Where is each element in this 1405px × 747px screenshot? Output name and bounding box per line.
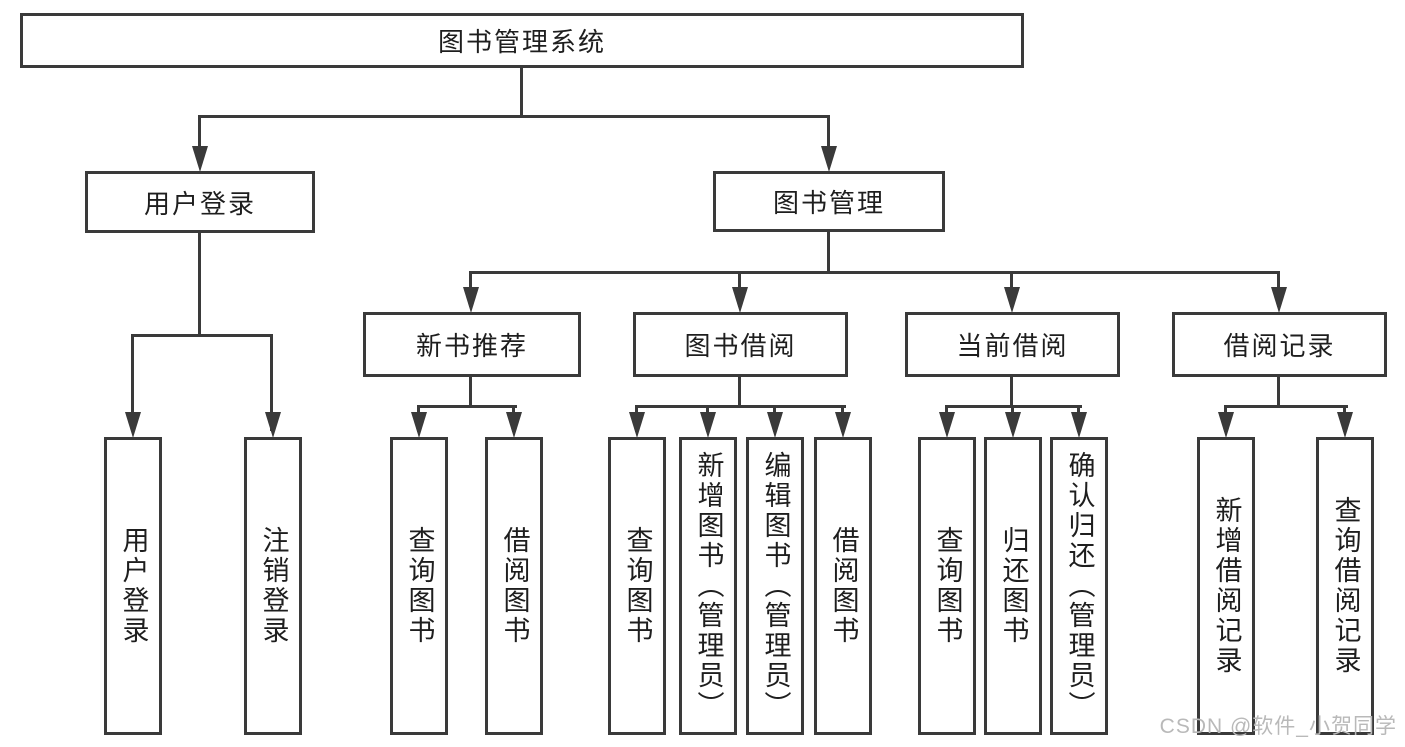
connector-line bbox=[417, 405, 517, 408]
arrow-down-icon bbox=[1005, 412, 1021, 438]
leaf-borrow-books-recommend: 借阅图书 bbox=[485, 437, 543, 735]
arrow-down-icon bbox=[767, 412, 783, 438]
node-label: 图书管理 bbox=[772, 188, 885, 218]
connector-line bbox=[635, 405, 846, 408]
arrow-down-icon bbox=[1071, 412, 1087, 438]
arrow-down-icon bbox=[1004, 287, 1020, 313]
leaf-edit-books-admin: 编辑图书（管理员） bbox=[746, 437, 804, 735]
arrow-down-icon bbox=[732, 287, 748, 313]
arrow-down-icon bbox=[411, 412, 427, 438]
leaf-logout: 注销登录 bbox=[244, 437, 302, 735]
leaf-add-books-admin: 新增图书（管理员） bbox=[679, 437, 737, 735]
leaf-label: 查询图书 bbox=[932, 526, 963, 646]
node-book-borrowing: 图书借阅 bbox=[633, 312, 848, 377]
leaf-label: 借阅图书 bbox=[499, 526, 530, 646]
leaf-user-login: 用户登录 bbox=[104, 437, 162, 735]
arrow-down-icon bbox=[1218, 412, 1234, 438]
watermark: CSDN @软件_小贺同学 bbox=[1159, 715, 1397, 738]
node-label: 图书借阅 bbox=[684, 331, 797, 361]
arrow-down-icon bbox=[700, 412, 716, 438]
node-library-system: 图书管理系统 bbox=[20, 13, 1024, 68]
node-label: 借阅记录 bbox=[1223, 331, 1336, 361]
connector-line bbox=[198, 117, 201, 165]
leaf-label: 归还图书 bbox=[998, 526, 1029, 646]
arrow-down-icon bbox=[939, 412, 955, 438]
leaf-label: 用户登录 bbox=[118, 526, 149, 646]
node-book-management: 图书管理 bbox=[713, 171, 945, 232]
leaf-add-borrow-record: 新增借阅记录 bbox=[1197, 437, 1255, 735]
leaf-label: 编辑图书（管理员） bbox=[760, 451, 791, 721]
node-user-login: 用户登录 bbox=[85, 171, 315, 233]
connector-line bbox=[131, 334, 273, 337]
connector-line bbox=[827, 117, 830, 165]
leaf-label: 新增图书（管理员） bbox=[693, 451, 724, 721]
leaf-query-books-current: 查询图书 bbox=[918, 437, 976, 735]
arrow-down-icon bbox=[1337, 412, 1353, 438]
arrow-down-icon bbox=[125, 412, 141, 438]
arrow-down-icon bbox=[821, 146, 837, 172]
connector-line bbox=[131, 335, 134, 431]
node-new-book-recommendation: 新书推荐 bbox=[363, 312, 581, 377]
arrow-down-icon bbox=[463, 287, 479, 313]
connector-line bbox=[827, 231, 830, 273]
arrow-down-icon bbox=[506, 412, 522, 438]
connector-line bbox=[469, 377, 472, 406]
leaf-label: 查询图书 bbox=[622, 526, 653, 646]
leaf-label: 新增借阅记录 bbox=[1211, 496, 1242, 676]
connector-line bbox=[1277, 377, 1280, 406]
connector-line bbox=[738, 377, 741, 406]
leaf-label: 确认归还（管理员） bbox=[1064, 451, 1095, 721]
leaf-label: 查询借阅记录 bbox=[1330, 496, 1361, 676]
arrow-down-icon bbox=[1271, 287, 1287, 313]
arrow-down-icon bbox=[265, 412, 281, 438]
leaf-query-books-borrow: 查询图书 bbox=[608, 437, 666, 735]
leaf-borrow-books: 借阅图书 bbox=[814, 437, 872, 735]
leaf-return-books: 归还图书 bbox=[984, 437, 1042, 735]
leaf-confirm-return-admin: 确认归还（管理员） bbox=[1050, 437, 1108, 735]
leaf-query-borrow-record: 查询借阅记录 bbox=[1316, 437, 1374, 735]
connector-line bbox=[520, 66, 523, 117]
connector-line bbox=[469, 271, 1280, 274]
connector-line bbox=[198, 233, 201, 335]
node-label: 图书管理系统 bbox=[437, 27, 606, 57]
leaf-label: 注销登录 bbox=[258, 526, 289, 646]
node-label: 新书推荐 bbox=[415, 331, 528, 361]
connector-line bbox=[1224, 405, 1348, 408]
node-current-borrowing: 当前借阅 bbox=[905, 312, 1120, 377]
leaf-label: 借阅图书 bbox=[828, 526, 859, 646]
node-label: 当前借阅 bbox=[956, 331, 1069, 361]
arrow-down-icon bbox=[835, 412, 851, 438]
leaf-query-books-recommend: 查询图书 bbox=[390, 437, 448, 735]
connector-line bbox=[270, 335, 273, 431]
leaf-label: 查询图书 bbox=[404, 526, 435, 646]
connector-line bbox=[1010, 377, 1013, 406]
node-borrowing-records: 借阅记录 bbox=[1172, 312, 1387, 377]
connector-line bbox=[198, 115, 830, 118]
arrow-down-icon bbox=[629, 412, 645, 438]
arrow-down-icon bbox=[192, 146, 208, 172]
node-label: 用户登录 bbox=[143, 188, 256, 219]
